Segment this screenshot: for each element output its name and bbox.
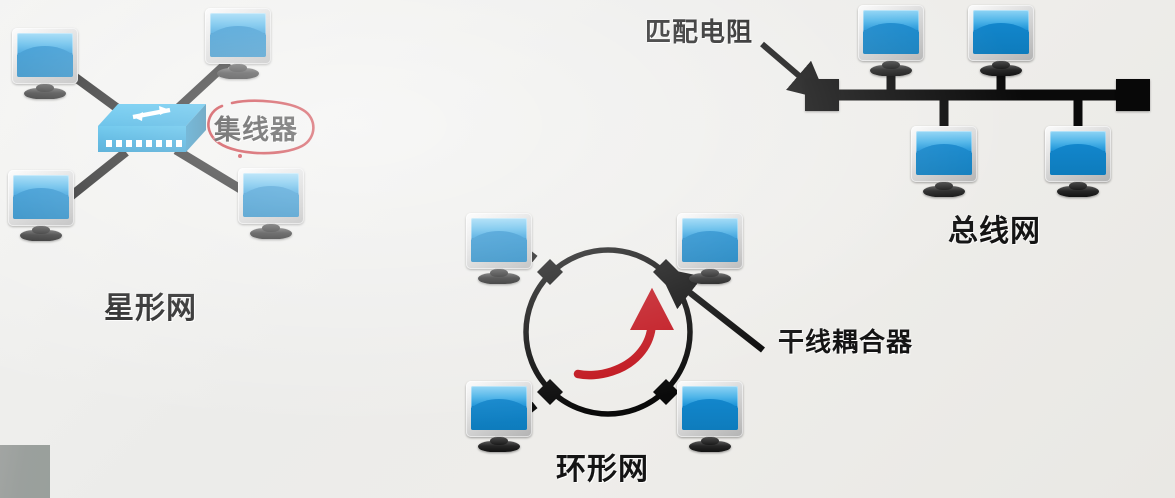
monitor-base [689, 437, 731, 452]
monitor-base [250, 224, 292, 239]
ring-node-computer-nw[interactable] [466, 213, 532, 285]
monitor-screen [243, 173, 299, 217]
star-node-computer-sw[interactable] [8, 170, 74, 242]
monitor-screen [471, 218, 527, 262]
star-network-title: 星形网 [104, 291, 197, 326]
ring-node-computer-ne[interactable] [677, 213, 743, 285]
monitor-screen [17, 33, 73, 77]
ring-coupler-diamond-icon-se [653, 379, 679, 405]
monitor-base [217, 64, 259, 79]
monitor-base [478, 437, 520, 452]
star-node-computer-ne[interactable] [205, 8, 271, 80]
monitor-screen [973, 10, 1029, 54]
monitor-screen [682, 386, 738, 430]
bus-terminator-icon-right[interactable] [1116, 79, 1150, 111]
ring-trunk-circle [523, 247, 693, 417]
monitor-base [20, 226, 62, 241]
monitor-screen [1050, 131, 1106, 175]
star-node-computer-nw[interactable] [12, 28, 78, 100]
network-hub-icon [98, 104, 206, 152]
star-link-sw [63, 148, 129, 204]
hub-bidirectional-arrow-icon [132, 106, 171, 121]
callout-arrow-icon-trunk-coupler [657, 267, 766, 353]
monitor-screen [13, 175, 69, 219]
monitor-screen [471, 386, 527, 430]
bus-matching-resistor-label: 匹配电阻 [645, 18, 754, 48]
ring-network-title: 环形网 [556, 452, 649, 487]
ring-trunk-coupler-label: 干线耦合器 [778, 328, 914, 358]
bus-network-links [820, 66, 1132, 128]
star-node-computer-se[interactable] [238, 168, 304, 240]
monitor-base [1057, 182, 1099, 197]
monitor-base [923, 182, 965, 197]
ring-coupler-diamond-icon-sw [537, 379, 563, 405]
bus-network-title: 总线网 [948, 214, 1041, 249]
ring-network-links [512, 239, 704, 425]
monitor-screen [916, 131, 972, 175]
monitor-base [689, 269, 731, 284]
monitor-screen [863, 10, 919, 54]
callout-arrow-icon-matching-resistor [760, 41, 828, 101]
ring-node-computer-se[interactable] [677, 381, 743, 453]
monitor-base [870, 61, 912, 76]
bus-terminator-icon-left[interactable] [805, 79, 839, 111]
monitor-base [478, 269, 520, 284]
monitor-base [980, 61, 1022, 76]
monitor-screen [682, 218, 738, 262]
star-hub-device-label: 集线器 [214, 115, 298, 146]
ring-coupler-diamond-icon-nw [537, 259, 563, 285]
red-circle-highlight-icon [207, 99, 315, 158]
bus-node-computer-top-2[interactable] [968, 5, 1034, 77]
hub-port-indicators [106, 140, 182, 147]
bus-node-computer-top-1[interactable] [858, 5, 924, 77]
bus-node-computer-bottom-2[interactable] [1045, 126, 1111, 198]
ring-flow-arrow-icon [573, 287, 675, 380]
corner-overlay-block [0, 445, 50, 498]
monitor-base [24, 84, 66, 99]
bus-node-computer-bottom-1[interactable] [911, 126, 977, 198]
ring-node-computer-sw[interactable] [466, 381, 532, 453]
monitor-screen [210, 13, 266, 57]
